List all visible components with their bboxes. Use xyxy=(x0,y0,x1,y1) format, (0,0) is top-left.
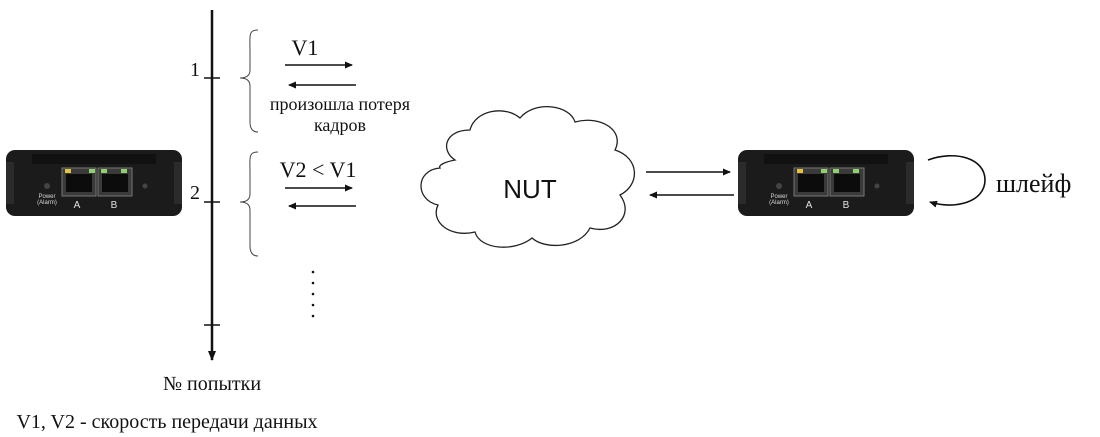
right-port-b-label: B xyxy=(843,200,850,211)
port-a-led xyxy=(65,169,71,173)
step-2-brace xyxy=(239,151,259,257)
loopback-arrow xyxy=(927,154,986,208)
right-power-alarm-label: (Alarm) xyxy=(769,200,789,206)
nut-label: NUT xyxy=(503,174,557,204)
axis-caption: № попытки xyxy=(163,373,261,395)
left-device-vent-grille xyxy=(32,154,156,164)
tick-2-label: 2 xyxy=(190,182,200,204)
power-led xyxy=(44,183,50,189)
step-1: V1 произошла потеря кадров xyxy=(239,29,410,135)
right-device-port-b xyxy=(829,167,865,197)
right-power-label: Power xyxy=(770,194,787,200)
left-device: Power (Alarm) A B xyxy=(6,150,182,216)
step-1-note-line1: произошла потеря xyxy=(270,94,410,114)
step-1-note-line2: кадров xyxy=(314,115,366,135)
port-b-label: B xyxy=(111,200,118,211)
power-alarm-label: (Alarm) xyxy=(37,200,57,206)
step-2: V2 < V1 xyxy=(239,151,357,257)
step-1-brace xyxy=(239,29,259,133)
step-1-speed-label: V1 xyxy=(292,35,319,60)
loopback-label: шлейф xyxy=(996,169,1071,198)
port-b-led xyxy=(101,169,107,173)
port-a-label: A xyxy=(74,200,81,211)
right-device: Power (Alarm) A B xyxy=(738,150,914,216)
right-port-a-label: A xyxy=(806,200,813,211)
power-label: Power xyxy=(38,194,55,200)
loopback: шлейф xyxy=(927,154,1071,208)
tick-1-label: 1 xyxy=(190,59,200,81)
left-device-port-b xyxy=(97,167,133,197)
step-2-speed-label: V2 < V1 xyxy=(280,157,357,182)
continuation-dots xyxy=(311,270,315,318)
nut-cloud: NUT xyxy=(420,106,636,248)
attempt-axis: 1 2 № попытки xyxy=(163,10,261,395)
footnote: V1, V2 - скорость передачи данных xyxy=(16,411,317,433)
